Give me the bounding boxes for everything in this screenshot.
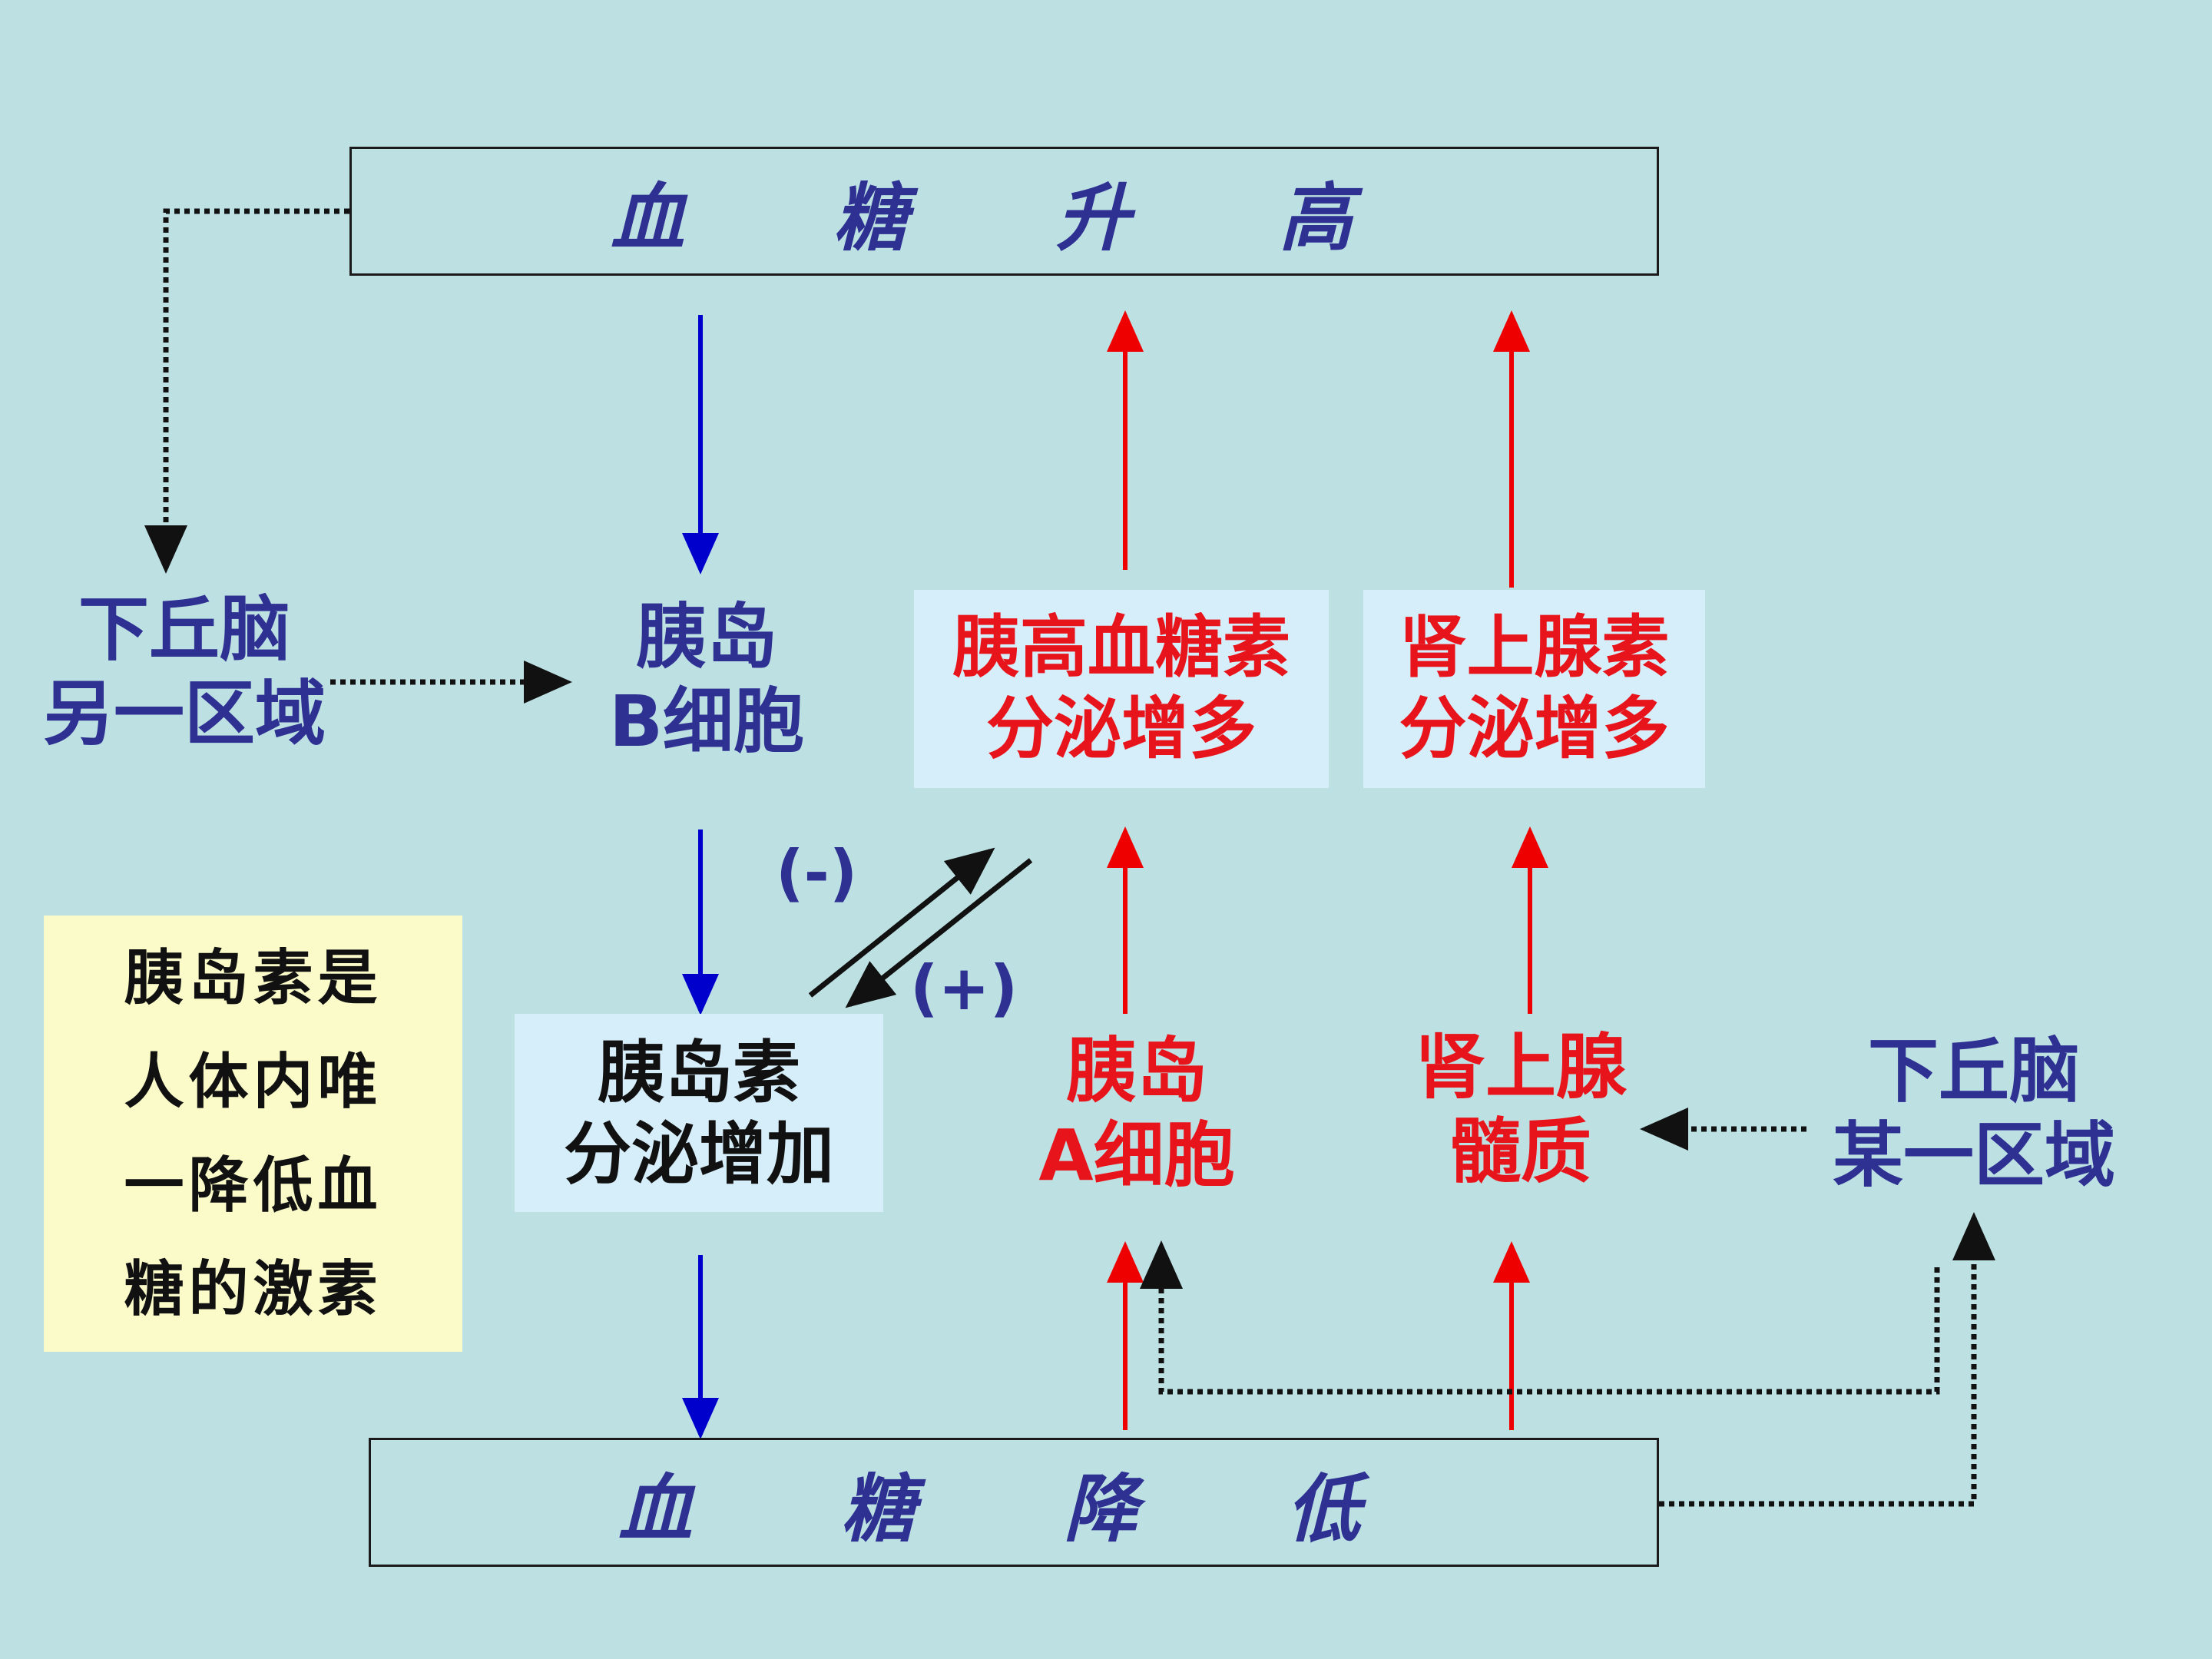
node-label: 下丘脑: [78, 588, 290, 671]
bar-char: 高: [1279, 174, 1353, 261]
hypothalamus-other-region: 下丘脑 另一区域: [31, 588, 338, 757]
node-label: 分泌增多: [1399, 688, 1670, 768]
node-label: 肾上腺素: [1399, 608, 1670, 687]
hypothalamus-certain-region: 下丘脑 某一区域: [1820, 1029, 2128, 1199]
bar-char: 血: [618, 1465, 692, 1552]
node-label: 另一区域: [42, 673, 326, 756]
promotion-sign: (+): [910, 952, 1018, 1024]
bar-char: 糖: [841, 1465, 915, 1552]
islet-b-cell: 胰岛 B细胞: [591, 595, 822, 765]
node-label: 某一区域: [1832, 1114, 2115, 1197]
dotted-high-to-hypothalamus: [144, 208, 349, 574]
node-label: 肾上腺: [1414, 1026, 1627, 1108]
insulin-secretion-box: 胰岛素 分泌增加: [515, 1014, 883, 1212]
bar-char: 降: [1064, 1465, 1137, 1552]
bar-char: 糖: [833, 174, 907, 261]
node-label: 分泌增多: [985, 688, 1257, 768]
insulin-note: 胰岛素是 人体内唯 一降低血 糖的激素: [44, 916, 462, 1352]
bar-char: 血: [611, 174, 684, 261]
glucagon-secretion-box: 胰高血糖素 分泌增多: [914, 590, 1329, 788]
islet-a-cell: 胰岛 A细胞: [1022, 1029, 1252, 1199]
node-label: A细胞: [1038, 1114, 1235, 1197]
note-line: 人体内唯: [124, 1047, 382, 1117]
dotted-low-to-hypothalamus: [1659, 1212, 1995, 1507]
blood-sugar-low-bar: 血 糖 降 低: [369, 1438, 1659, 1567]
note-line: 糖的激素: [124, 1254, 382, 1324]
note-line: 胰岛素是: [124, 943, 382, 1013]
node-label: 胰岛素: [597, 1033, 800, 1112]
node-label: 髓质: [1449, 1111, 1591, 1194]
node-label: 胰岛: [635, 596, 777, 678]
node-label: 下丘脑: [1867, 1030, 2080, 1112]
arrow-insulin-inhibits-glucagon: [808, 847, 995, 998]
node-label: B细胞: [608, 680, 805, 763]
adrenaline-secretion-box: 肾上腺素 分泌增多: [1363, 590, 1705, 788]
adrenal-medulla: 肾上腺 髓质: [1398, 1025, 1644, 1195]
node-label: 胰岛: [1065, 1030, 1207, 1112]
blood-sugar-high-bar: 血 糖 升 高: [349, 147, 1659, 276]
note-line: 一降低血: [124, 1151, 382, 1220]
node-label: 胰高血糖素: [952, 608, 1290, 687]
bar-char: 升: [1056, 174, 1130, 261]
node-label: 分泌增加: [563, 1114, 834, 1194]
arrow-glucagon-promotes-insulin: [845, 858, 1033, 1008]
dotted-hypothalamus-to-islet-a: [1140, 1240, 1940, 1395]
bar-char: 低: [1286, 1465, 1360, 1552]
inhibition-sign: (-): [776, 837, 858, 909]
